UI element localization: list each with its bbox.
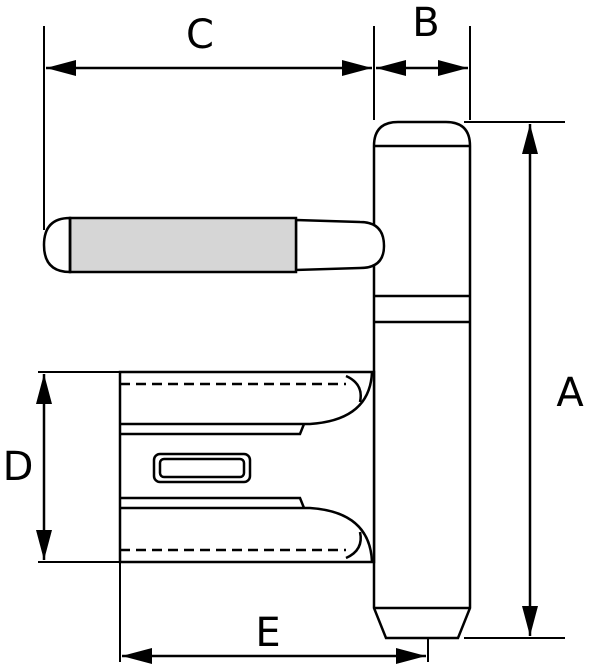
label-d: D [3, 444, 34, 490]
label-a: A [556, 370, 584, 416]
pin-right-stub [294, 218, 386, 272]
hinge-barrel [372, 120, 472, 640]
dimension-labels: C B A D E [3, 0, 585, 656]
anchor-bottom-curve-detail [345, 531, 362, 560]
extension-lines [38, 26, 565, 662]
anchor-slot-inner [158, 457, 246, 479]
anchor-top-curve-detail [345, 374, 362, 403]
label-b: B [412, 0, 439, 46]
pin-rounded-end [42, 216, 72, 274]
hinge-pin [42, 216, 386, 274]
label-c: C [186, 12, 214, 58]
dimension-lines [36, 60, 538, 664]
label-e: E [255, 610, 280, 656]
anchor-bottom-prong-inner [120, 496, 306, 509]
barrel-outline [372, 120, 472, 640]
fixing-anchor [118, 370, 376, 564]
anchor-top-prong [120, 371, 374, 426]
anchor-bottom-prong [120, 506, 374, 563]
pin-shaded-sleeve [68, 216, 298, 274]
anchor-top-prong-inner [120, 423, 306, 436]
